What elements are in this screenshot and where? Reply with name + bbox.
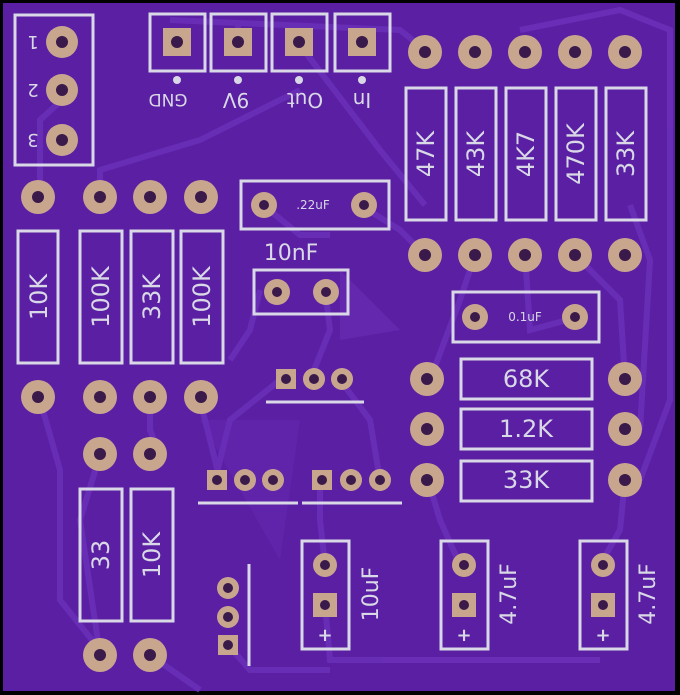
resistor-10k-bottom: 10K <box>129 437 175 672</box>
resistor-33k-top-label: 33K <box>612 130 640 178</box>
ground-fill-triangle <box>340 270 400 340</box>
resistor-43k-label: 43K <box>462 130 490 178</box>
in-label: In <box>353 88 372 112</box>
capacitor-0.22uf-label: .22uF <box>296 198 330 212</box>
header-pin-2-label: 2 <box>27 79 38 100</box>
capacitor-4.7uf-a: + 4.7uF <box>439 539 522 651</box>
resistor-68k: 68K <box>410 357 642 401</box>
out-pad <box>270 12 329 84</box>
resistor-100k-a: 100K <box>78 180 124 414</box>
header-3pin: 1 2 3 <box>13 13 95 167</box>
capacitor-10uf-label: 10uF <box>359 567 384 622</box>
resistor-1.2k-label: 1.2K <box>499 415 554 443</box>
capacitor-10uf: + 10uF <box>300 539 384 651</box>
left-resistor-bank: 10K 100K 33K 100K <box>16 180 225 414</box>
capacitor-0.1uf: 0.1uF <box>451 290 601 344</box>
power-connectors: GND 9V Out In <box>148 12 392 112</box>
capacitor-4.7uf-b-label: 4.7uF <box>636 563 661 625</box>
gnd-pad <box>148 12 207 84</box>
out-label: Out <box>287 88 323 112</box>
capacitor-10uf-plus: + <box>317 625 332 646</box>
resistor-33-bottom-label: 33 <box>87 540 115 571</box>
transistor-q4 <box>217 564 251 666</box>
resistor-100k-b-label: 100K <box>188 265 216 328</box>
capacitor-4.7uf-a-plus: + <box>456 625 471 646</box>
resistor-470k: 470K <box>554 35 598 272</box>
top-resistor-bank: 47K 43K 4K7 470K 33K <box>404 35 648 272</box>
resistor-10k-bottom-label: 10K <box>138 531 166 579</box>
ground-fill-triangle-2 <box>200 420 300 560</box>
resistor-33k-top: 33K <box>604 35 648 272</box>
transistor-q2 <box>198 469 298 505</box>
capacitor-4.7uf-b-plus: + <box>595 625 610 646</box>
transistor-q1 <box>266 368 364 404</box>
capacitor-4.7uf-a-label: 4.7uF <box>497 563 522 625</box>
resistor-33k-right: 33K <box>410 459 642 503</box>
board-substrate <box>3 3 675 691</box>
header-pin-1-label: 1 <box>27 31 38 52</box>
transistor-q3 <box>302 469 402 505</box>
capacitor-10nf: 10nF <box>252 241 350 316</box>
resistor-47k: 47K <box>404 35 448 272</box>
resistor-100k-b: 100K <box>179 180 225 414</box>
header-pin-3-label: 3 <box>27 129 38 150</box>
in-pad <box>333 12 392 84</box>
right-resistor-bank: 68K 1.2K 33K <box>410 357 642 503</box>
resistor-4k7-label: 4K7 <box>512 131 540 177</box>
resistor-33k-right-label: 33K <box>503 466 551 494</box>
resistor-33k-mid-label: 33K <box>138 273 166 321</box>
resistor-47k-label: 47K <box>412 130 440 178</box>
bottom-resistor-bank: 33 10K <box>78 437 175 672</box>
resistor-100k-a-label: 100K <box>87 265 115 328</box>
resistor-43k: 43K <box>454 35 498 272</box>
resistor-68k-label: 68K <box>503 365 551 393</box>
capacitor-0.1uf-label: 0.1uF <box>508 310 542 324</box>
resistor-4k7: 4K7 <box>504 35 548 272</box>
9v-pad <box>209 12 268 84</box>
resistor-10k-left: 10K <box>16 180 60 414</box>
resistor-33-bottom: 33 <box>78 437 124 672</box>
resistor-1.2k: 1.2K <box>410 407 642 451</box>
9v-label: 9V <box>222 88 249 112</box>
capacitor-4.7uf-b: + 4.7uF <box>578 539 661 651</box>
capacitor-0.22uf: .22uF <box>239 179 391 231</box>
resistor-10k-left-label: 10K <box>25 273 53 321</box>
resistor-470k-label: 470K <box>562 122 590 185</box>
gnd-label: GND <box>149 89 188 109</box>
resistor-33k-mid: 33K <box>129 180 175 414</box>
capacitor-10nf-label: 10nF <box>264 241 319 266</box>
